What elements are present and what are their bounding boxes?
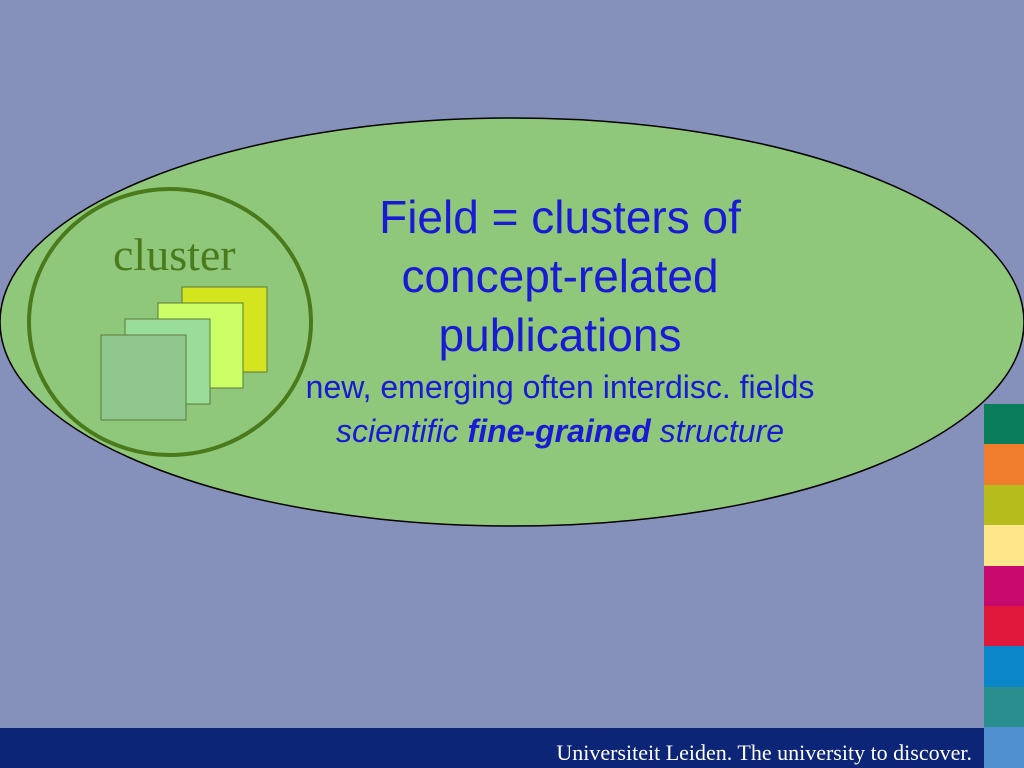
structure-suffix: structure	[650, 413, 785, 449]
color-block	[984, 646, 1024, 687]
color-block	[984, 565, 1024, 606]
color-block	[984, 605, 1024, 647]
color-strip	[984, 404, 1024, 768]
color-block	[984, 404, 1024, 445]
color-block	[984, 525, 1024, 566]
footer-bar: Universiteit Leiden. The university to d…	[0, 728, 984, 768]
subtitle-line: new, emerging often interdisc. fields	[305, 369, 815, 405]
field-ellipse	[0, 117, 1024, 527]
paper-sheet-1	[100, 334, 187, 421]
title-line-3: publications	[438, 309, 682, 361]
color-block	[984, 444, 1024, 485]
footer-text: Universiteit Leiden. The university to d…	[556, 740, 972, 765]
color-block	[984, 484, 1024, 526]
cluster-label: cluster	[113, 229, 236, 280]
title-line-2: concept-related	[401, 250, 719, 302]
title-block: Field = clusters of concept-related publ…	[230, 188, 890, 453]
color-block	[984, 686, 1024, 728]
paper-stack	[100, 286, 268, 421]
title-line-1: Field = clusters of	[379, 191, 741, 243]
structure-emphasis: fine-grained	[467, 413, 651, 449]
color-block	[984, 727, 1024, 768]
cluster-circle	[27, 187, 313, 457]
structure-line: scientific fine-grained structure	[230, 409, 890, 453]
structure-prefix: scientific	[335, 413, 468, 449]
